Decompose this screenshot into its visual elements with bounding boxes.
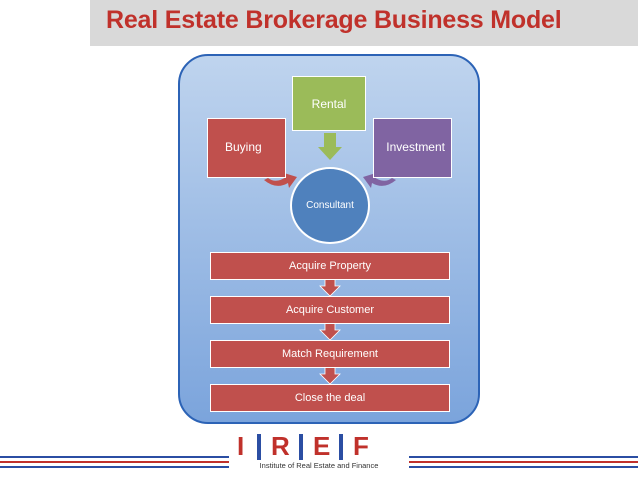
step-label: Close the deal — [294, 392, 366, 404]
rental-label: Rental — [311, 96, 347, 111]
rental-box: Rental — [292, 76, 366, 131]
logo-divider — [299, 434, 303, 460]
step-arrow-icon — [319, 366, 341, 385]
step-arrow-icon — [319, 278, 341, 297]
step-acquire-customer: Acquire Customer — [210, 296, 450, 324]
logo-letter: E — [313, 431, 331, 461]
step-label: Acquire Property — [289, 260, 371, 272]
logo-letter: I — [237, 431, 245, 461]
slide-title: Real Estate Brokerage Business Model — [106, 6, 562, 34]
buying-box: Buying — [207, 118, 286, 178]
logo-divider — [339, 434, 343, 460]
step-match-requirement: Match Requirement — [210, 340, 450, 368]
buying-label: Buying — [225, 140, 262, 154]
step-label: Match Requirement — [282, 348, 378, 360]
title-bar — [90, 0, 638, 46]
logo-letter: F — [353, 431, 369, 461]
step-acquire-property: Acquire Property — [210, 252, 450, 280]
step-close-deal: Close the deal — [210, 384, 450, 412]
step-label: Acquire Customer — [285, 304, 375, 316]
logo-letter: R — [271, 431, 290, 461]
logo-divider — [257, 434, 261, 460]
consultant-label: Consultant — [306, 200, 354, 211]
investment-label: Investment — [386, 140, 445, 154]
investment-box: Investment — [373, 118, 452, 178]
buying-arrow-icon — [264, 173, 297, 188]
rental-arrow-icon — [318, 133, 342, 160]
step-arrow-icon — [319, 322, 341, 341]
consultant-circle: Consultant — [290, 167, 370, 244]
logo-subtitle: Institute of Real Estate and Finance — [259, 461, 379, 470]
iref-logo: I R E F Institute of Real Estate and Fin… — [229, 431, 409, 475]
investment-arrow-icon — [363, 173, 396, 188]
